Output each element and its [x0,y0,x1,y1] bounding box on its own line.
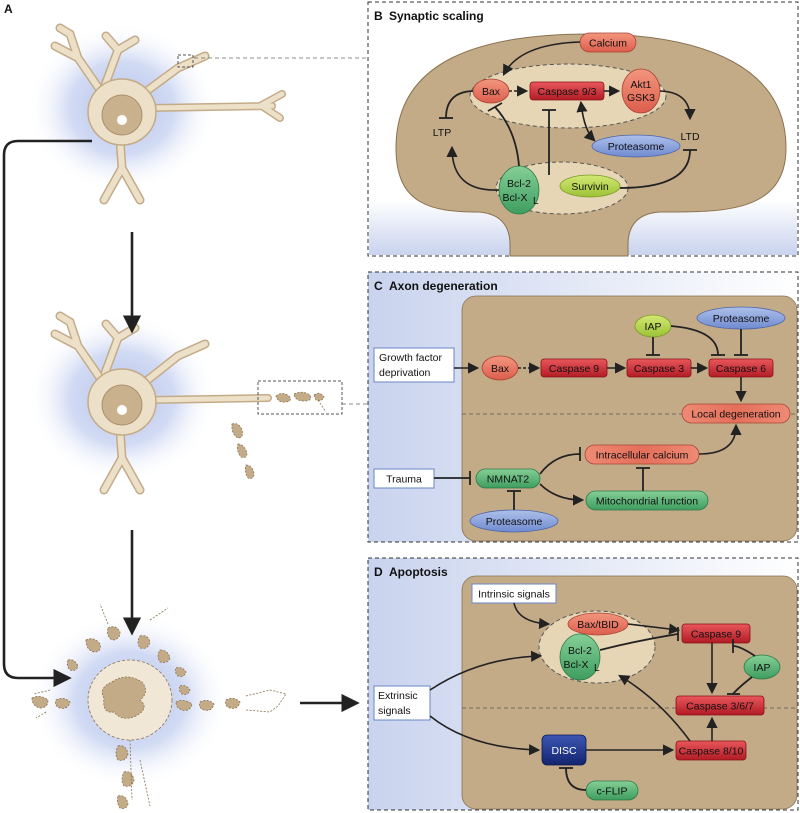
calcium-label: Calcium [589,38,627,50]
caspase9-label: Caspase 9 [549,363,599,375]
growth-factor-line2: deprivation [379,367,431,379]
caspase810-to-mito-arrow [618,674,691,742]
extrinsic-line2: signals [378,705,411,717]
caspase9-label: Caspase 9 [691,629,741,641]
iap-inhibits-caspase9 [732,645,756,657]
local-degeneration-node [681,403,791,424]
panel-d-cytoplasm [461,575,798,810]
apoptotic-fragments [31,626,241,809]
nmnat2-to-mitochondria-arrow [539,483,585,506]
nucleolus [117,115,127,125]
panel-a-label: A [4,2,13,16]
intrinsic-to-mito-arrow [513,602,551,629]
bcl-inhibits-caspase9 [599,633,679,651]
bclxl-label: Bcl-X [563,659,588,671]
bax-inhibits-ltp [445,90,474,119]
bax-label: Bax [482,86,501,98]
panel-d-label: D [374,565,383,579]
akt1-gsk3-node [621,68,661,114]
bcl-inhibits-bax [494,106,520,167]
bcl2-bclxl-node [559,633,601,681]
calcium-to-degeneration-arrow [698,423,742,455]
survivin-inhibits-ltd [619,149,691,189]
bcl-to-ltp-arrow [446,145,500,191]
iap-node [743,654,781,680]
bclxl-subscript: L [533,196,539,207]
bax-to-caspase9-arrow [627,623,681,635]
panel-b: B Synaptic scaling Calcium Bax Caspase 9… [367,1,799,257]
growth-factor-box [373,347,455,383]
proteasome-bottom-label: Proteasome [486,516,543,528]
mitochondrial-function-node [585,490,709,511]
trauma-label: Trauma [386,474,422,486]
gsk3-label: GSK3 [627,92,655,104]
intracellular-calcium-label: Intracellular calcium [596,450,689,462]
iap-label: IAP [754,662,771,674]
caspase9-node [681,623,751,644]
healthy-neuron [27,23,286,205]
panel-d: D Apoptosis Intrinsic signals Bax/tBID B… [367,557,799,811]
proteasome-node [591,134,681,158]
mitochondrial-function-label: Mitochondrial function [596,496,698,508]
nucleolus [117,405,127,415]
local-degeneration-label: Local degeneration [691,409,780,421]
panel-c-label: C [374,279,383,293]
axon-fragments [231,391,325,479]
bcl2-label: Bcl-2 [568,645,592,657]
caspase810-node [675,740,747,761]
bclxl-subscript: L [594,663,600,674]
caspase810-label: Caspase 8/10 [679,746,744,758]
extrinsic-line1: Extrinsic [378,690,418,702]
bcl2-label: Bcl-2 [507,178,531,190]
bclxl-label: Bcl-X [502,192,527,204]
direct-apoptosis-arrow [2,139,92,688]
cflip-inhibits-disc [565,767,587,791]
panel-a: A [2,2,368,809]
akt-to-ltd-arrow [659,90,696,121]
akt1-label: Akt1 [630,79,651,91]
nmnat2-inhibits-calcium [539,453,581,475]
bax-label: Bax [491,363,510,375]
extrinsic-signals-box [373,685,431,721]
panel-b-label: B [374,9,383,23]
caspase367-node [675,695,765,716]
caspase-93-label: Caspase 9/3 [538,86,597,98]
panel-c-cytoplasm [461,295,798,542]
caspase6-label: Caspase 6 [716,363,766,375]
panel-b-title: Synaptic scaling [389,9,484,23]
extrinsic-to-disc-arrow [429,715,541,756]
intrinsic-signals-label: Intrinsic signals [478,589,550,601]
extrinsic-to-mito-arrow [429,650,543,691]
caspase-proteasome-arrow [576,100,596,142]
proteasome-top-label: Proteasome [713,313,770,325]
iap-label: IAP [645,321,662,333]
cflip-label: c-FLIP [597,786,628,798]
survivin-node [559,174,621,198]
panel-d-title: Apoptosis [389,565,448,579]
iap-inhibits-caspase6 [670,325,719,356]
calcium-to-bax-arrow [502,41,581,76]
proteasome-label: Proteasome [608,141,665,153]
disc-label: DISC [551,745,577,757]
growth-factor-line1: Growth factor [379,352,443,364]
apoptotic-neuron [30,603,287,809]
panel-c-title: Axon degeneration [389,279,498,293]
caspase367-label: Caspase 3/6/7 [686,701,754,713]
iap-inhibits-caspase367 [732,676,753,695]
bax-tbid-label: Bax/tBID [577,619,619,631]
degenerating-axon-neuron [27,311,343,495]
ltp-label: LTP [433,127,451,139]
survivin-label: Survivin [571,181,609,193]
panel-c: C Axon degeneration Growth factor depriv… [367,271,799,543]
ltd-label: LTD [680,131,699,143]
synapse-zoom-box [177,54,194,68]
caspase3-label: Caspase 3 [634,363,684,375]
nmnat2-label: NMNAT2 [487,474,530,486]
axon-zoom-box [257,380,343,415]
nmnat2-node [475,468,541,489]
